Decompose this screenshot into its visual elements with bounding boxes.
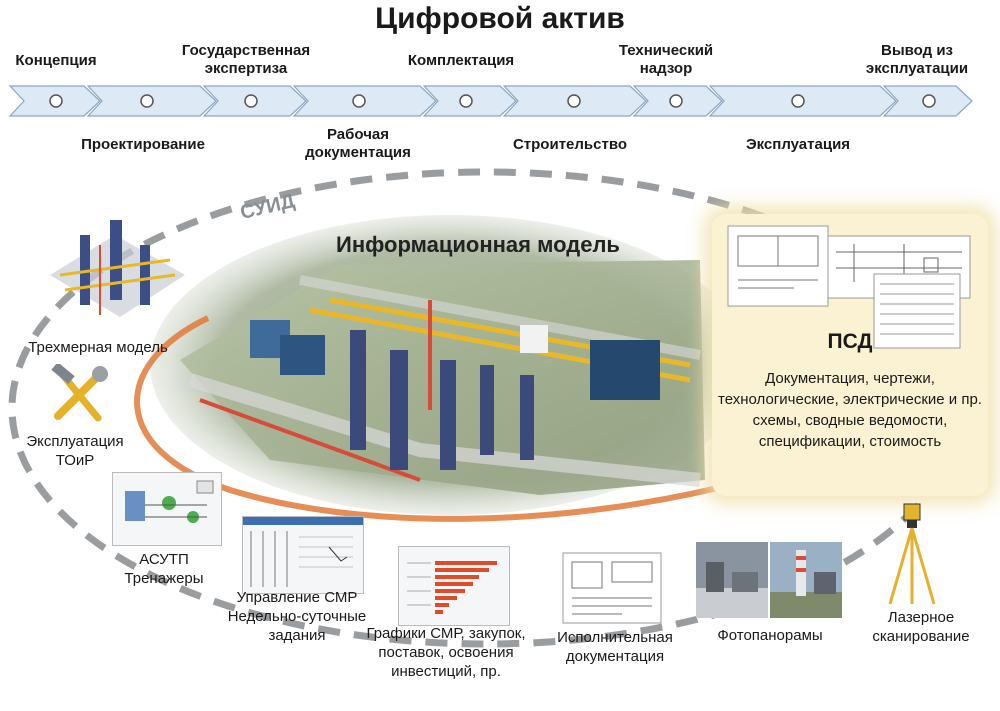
stage-marker (459, 94, 473, 108)
psd-title: ПСД (827, 330, 873, 353)
stage-marker (567, 94, 581, 108)
information-model-title: Информационная модель (336, 232, 620, 257)
photo-panorama-thumbnail (696, 542, 842, 618)
stage-marker (352, 94, 366, 108)
stage-label-supervision: Технический надзор (618, 42, 714, 77)
asutp-caption: АСУТП Тренажеры (124, 551, 204, 587)
laser-scanning-caption: Лазерное сканирование (872, 609, 970, 645)
graphs-caption: Графики СМР, закупок, поставок, освоения… (366, 625, 526, 680)
stage-label-concept: Концепция (15, 52, 97, 69)
stage-label-design: Проектирование (81, 136, 205, 153)
exec-docs-caption: Исполнительная документация (557, 629, 673, 665)
laser-scanner-icon (888, 503, 936, 605)
stage-marker (49, 94, 63, 108)
asutp-thumbnail (112, 472, 222, 546)
psd-drawings-thumbnail (727, 225, 971, 349)
stage-label-procurement: Комплектация (407, 52, 515, 69)
stage-label-operation: Эксплуатация (745, 136, 851, 153)
psd-description: Документация, чертежи, технологические, … (718, 370, 982, 450)
stage-marker (669, 94, 683, 108)
timeline-arrow (8, 85, 973, 117)
orange-arc (134, 315, 751, 522)
stage-marker (791, 94, 805, 108)
stage-label-working-docs: Рабочая документация (305, 126, 411, 161)
page-title: Цифровой актив (375, 2, 625, 35)
graphs-thumbnail (398, 546, 510, 626)
stage-label-expertise: Государственная экспертиза (181, 42, 311, 77)
exec-docs-thumbnail (562, 552, 662, 624)
smr-caption: Управление СМР Недельно-суточные задания (227, 589, 367, 644)
stage-marker (244, 94, 258, 108)
toir-caption: Эксплуатация ТОиР (26, 433, 124, 469)
stage-marker (140, 94, 154, 108)
stage-marker (922, 94, 936, 108)
photo-panorama-caption: Фотопанорамы (717, 627, 823, 644)
stage-label-construction: Строительство (512, 136, 628, 153)
model-3d-thumbnail (50, 220, 185, 317)
wrench-hammer-icon (51, 364, 108, 422)
stage-label-decommission: Вывод из эксплуатации (865, 42, 969, 77)
model-3d-caption: Трехмерная модель (28, 339, 168, 356)
smr-thumbnail (242, 516, 364, 594)
